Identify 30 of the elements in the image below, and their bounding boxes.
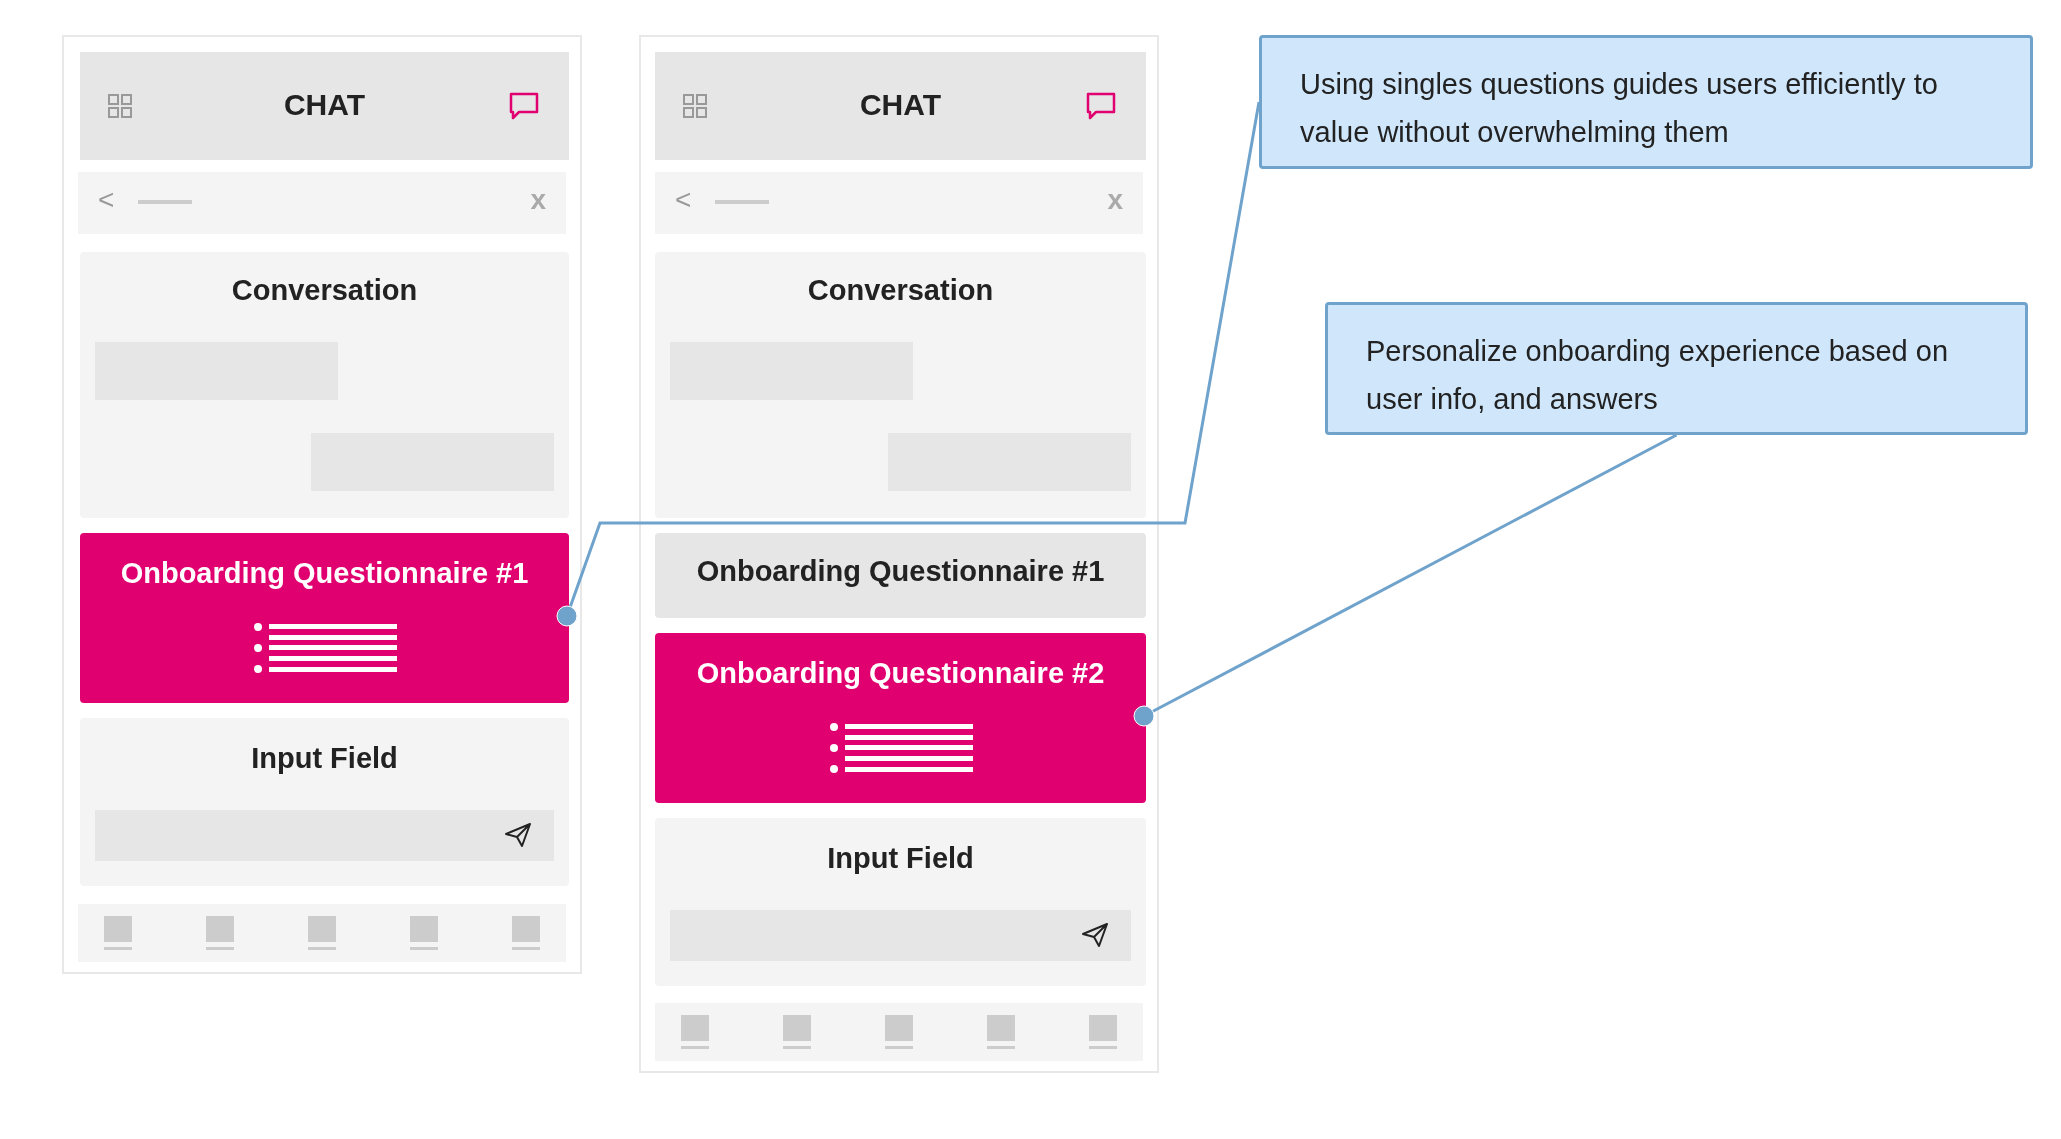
panel-title: Input Field [827,842,974,875]
phone-frame [639,35,1159,1073]
input-panel [655,818,1146,986]
questionnaire-card [80,533,569,703]
callout-text: Personalize onboarding experience based on user info, and answers [1366,334,1950,417]
back-label: < [675,184,692,216]
header-bar [80,52,569,160]
close-label: x [530,184,546,216]
questionnaire-card [655,633,1146,803]
phone-frame [62,35,582,974]
back-label: < [98,184,115,216]
header-title: CHAT [283,88,366,122]
card-title: Onboarding Questionnaire #1 [120,557,529,590]
header-title: CHAT [859,88,942,122]
callout-box [1325,302,2028,435]
close-label: x [1107,184,1123,216]
conversation-panel [80,252,569,518]
card-title: Onboarding Questionnaire #1 [696,555,1105,588]
panel-title: Conversation [807,274,994,307]
leader-line [1133,433,1678,727]
input-panel [80,718,569,886]
leader-line [556,101,1261,627]
panel-title: Conversation [231,274,418,307]
questionnaire-card [655,533,1146,618]
header-bar [655,52,1146,160]
callout-text: Using singles questions guides users efficiently to value without overwhelming them [1300,67,1939,150]
callout-box [1259,35,2033,169]
panel-title: Input Field [251,742,398,775]
card-title: Onboarding Questionnaire #2 [696,657,1105,690]
conversation-panel [655,252,1146,518]
